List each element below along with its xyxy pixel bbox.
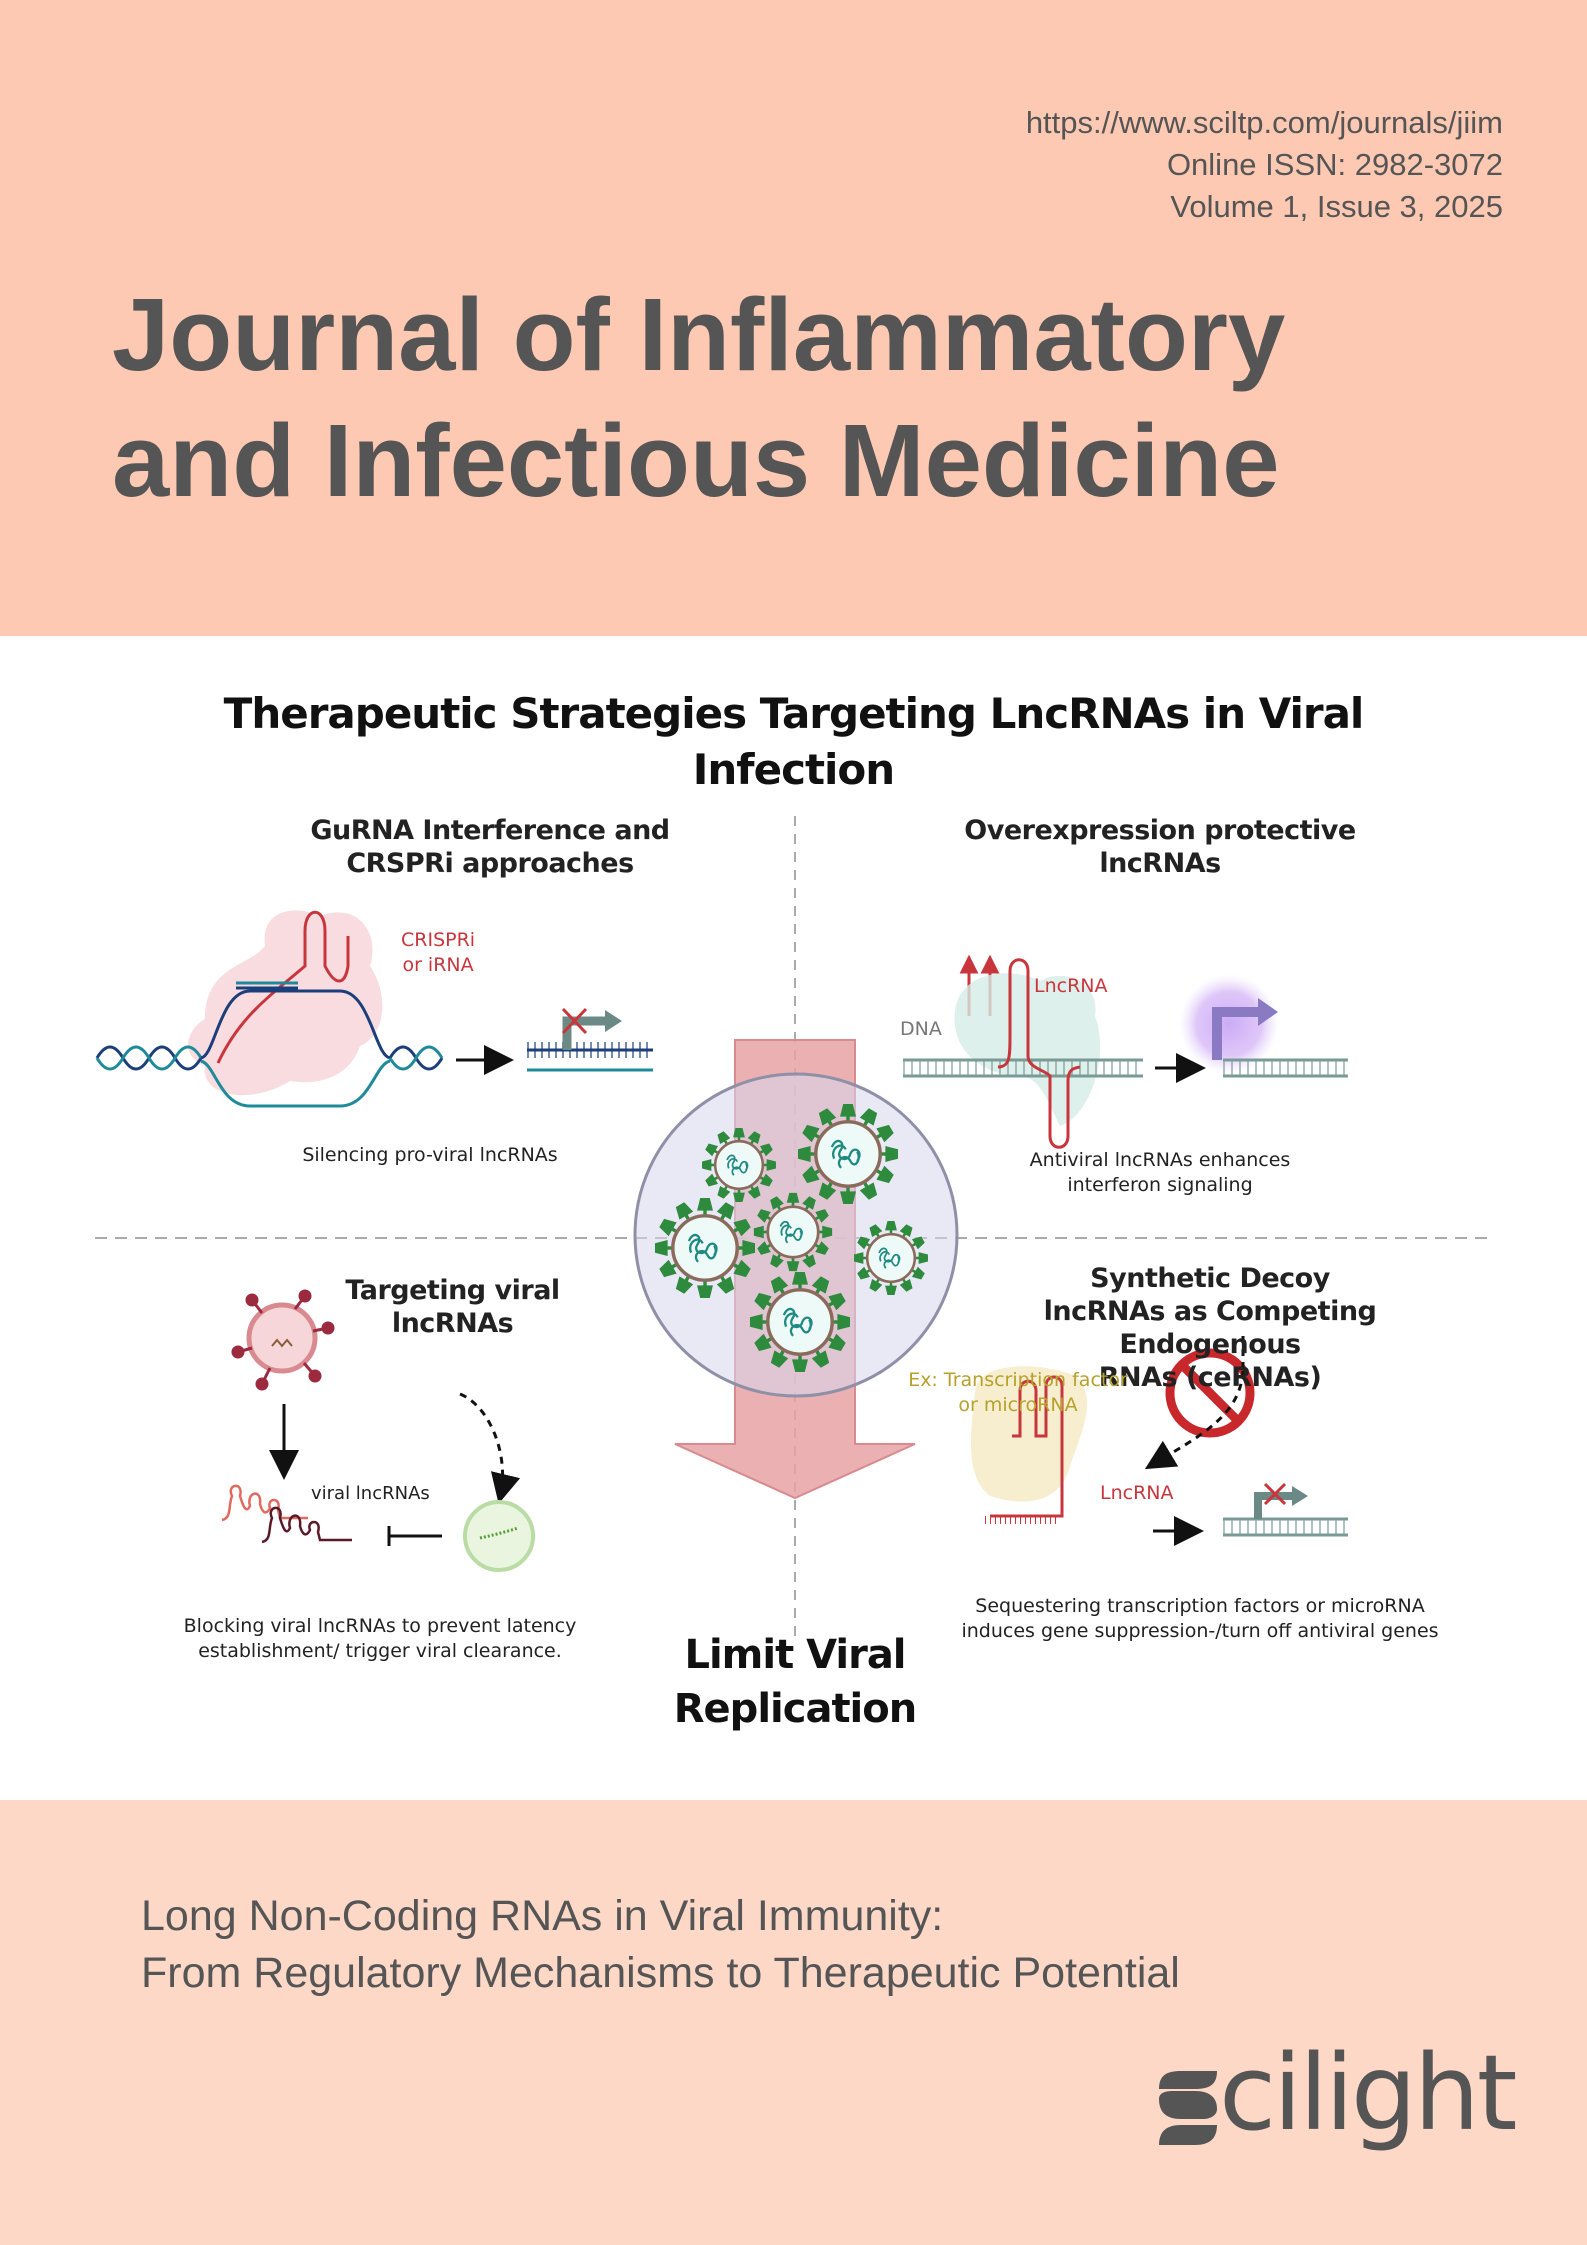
label-line: CRISPRi — [401, 929, 476, 951]
panel-title-line: Targeting viral — [345, 1275, 560, 1306]
blocked-promoter-icon — [527, 1007, 653, 1072]
tf-microrna-label: Ex: Transcription factor or microRNA — [893, 1368, 1143, 1418]
limit-viral-replication-label: Limit Viral Replication — [640, 1628, 950, 1736]
figure-title: Therapeutic Strategies Targeting LncRNAs… — [200, 686, 1387, 798]
publisher-logo: cilight — [1155, 2033, 1518, 2155]
inhibition-icon — [387, 1526, 442, 1546]
caption-line: Silencing pro-viral lncRNAs — [302, 1144, 558, 1166]
caption-line: Sequestering transcription factors or mi… — [975, 1595, 1425, 1617]
crispri-label: CRISPRi or iRNA — [401, 928, 475, 978]
panel-title-cerna: Synthetic Decoy lncRNAs as Competing End… — [950, 1262, 1470, 1394]
center-label-line: Replication — [673, 1686, 917, 1732]
blocked-promoter-icon-2 — [1223, 1482, 1348, 1537]
dna-label: DNA — [900, 1018, 942, 1040]
viral-lncrnas-label: viral lncRNAs — [311, 1483, 430, 1504]
panel-title-crispr: GuRNA Interference and CRSPRi approaches — [290, 814, 690, 880]
journal-volume: Volume 1, Issue 3, 2025 — [1170, 189, 1503, 224]
panel-caption-crispr: Silencing pro-viral lncRNAs — [250, 1143, 610, 1168]
panel-title-line: lncRNAs — [1099, 848, 1221, 879]
caption-line: interferon signaling — [1067, 1174, 1253, 1196]
panel-title-line: lncRNAs — [391, 1308, 514, 1339]
journal-title: Journal of Inflammatory and Infectious M… — [112, 272, 1285, 524]
label-line: Ex: Transcription factor — [908, 1369, 1128, 1391]
header-band — [0, 0, 1587, 636]
journal-meta: https://www.sciltp.com/journals/jiim Onl… — [1026, 102, 1503, 228]
label-line: or iRNA — [402, 954, 474, 976]
panel-title-viral: Targeting viral lncRNAs — [330, 1274, 575, 1340]
journal-url[interactable]: https://www.sciltp.com/journals/jiim — [1025, 105, 1503, 140]
figure-diagram — [95, 816, 1495, 1636]
panel-caption-cerna: Sequestering transcription factors or mi… — [930, 1594, 1470, 1644]
viral-lncrna-icon — [221, 1484, 352, 1544]
panel-title-line: CRSPRi approaches — [346, 848, 634, 879]
center-label-line: Limit Viral — [684, 1632, 906, 1678]
journal-issn: Online ISSN: 2982-3072 — [1166, 147, 1503, 182]
footer-band — [0, 1800, 1587, 2245]
scilight-s-icon — [1159, 2071, 1217, 2145]
virus-icon — [231, 1289, 335, 1391]
prohibition-icon — [1165, 1348, 1255, 1438]
panel-caption-viral: Blocking viral lncRNAs to prevent latenc… — [160, 1614, 600, 1664]
active-promoter-icon — [1179, 974, 1348, 1078]
caption-line: Antiviral lncRNAs enhances — [1029, 1149, 1291, 1171]
caption-line: Blocking viral lncRNAs to prevent latenc… — [183, 1615, 577, 1637]
publisher-name: cilight — [1219, 2032, 1518, 2154]
antisense-oligo-icon — [463, 1500, 535, 1572]
panel-title-line: RNAs (ceRNAs) — [1098, 1362, 1322, 1393]
panel-caption-overexpression: Antiviral lncRNAs enhances interferon si… — [960, 1148, 1360, 1198]
caption-line: induces gene suppression-/turn off antiv… — [961, 1620, 1439, 1642]
label-line: or microRNA — [958, 1394, 1078, 1416]
lncrna-decoy-label: LncRNA — [1100, 1482, 1174, 1504]
lncrna-label: LncRNA — [1034, 975, 1108, 997]
panel-title-line: GuRNA Interference and — [310, 815, 670, 846]
panel-title-line: lncRNAs as Competing Endogenous — [1043, 1296, 1377, 1360]
figure-title-line-2: Infection — [692, 745, 895, 794]
graphical-abstract: Therapeutic Strategies Targeting LncRNAs… — [0, 636, 1587, 1800]
panel-title-line: Synthetic Decoy — [1090, 1263, 1330, 1294]
figure-title-line-1: Therapeutic Strategies Targeting LncRNAs… — [223, 689, 1365, 738]
panel-title-overexpression: Overexpression protective lncRNAs — [960, 814, 1360, 880]
dna-helix-icon — [95, 989, 444, 1108]
journal-title-line-1: Journal of Inflammatory — [112, 277, 1286, 392]
article-title: Long Non-Coding RNAs in Viral Immunity: … — [141, 1888, 1180, 2002]
article-title-line-1: Long Non-Coding RNAs in Viral Immunity: — [141, 1892, 944, 1940]
journal-title-line-2: and Infectious Medicine — [112, 403, 1280, 518]
caption-line: establishment/ trigger viral clearance. — [198, 1640, 562, 1662]
panel-title-line: Overexpression protective — [964, 815, 1356, 846]
article-title-line-2: From Regulatory Mechanisms to Therapeuti… — [141, 1949, 1180, 1997]
crispr-complex-icon — [188, 910, 383, 1096]
